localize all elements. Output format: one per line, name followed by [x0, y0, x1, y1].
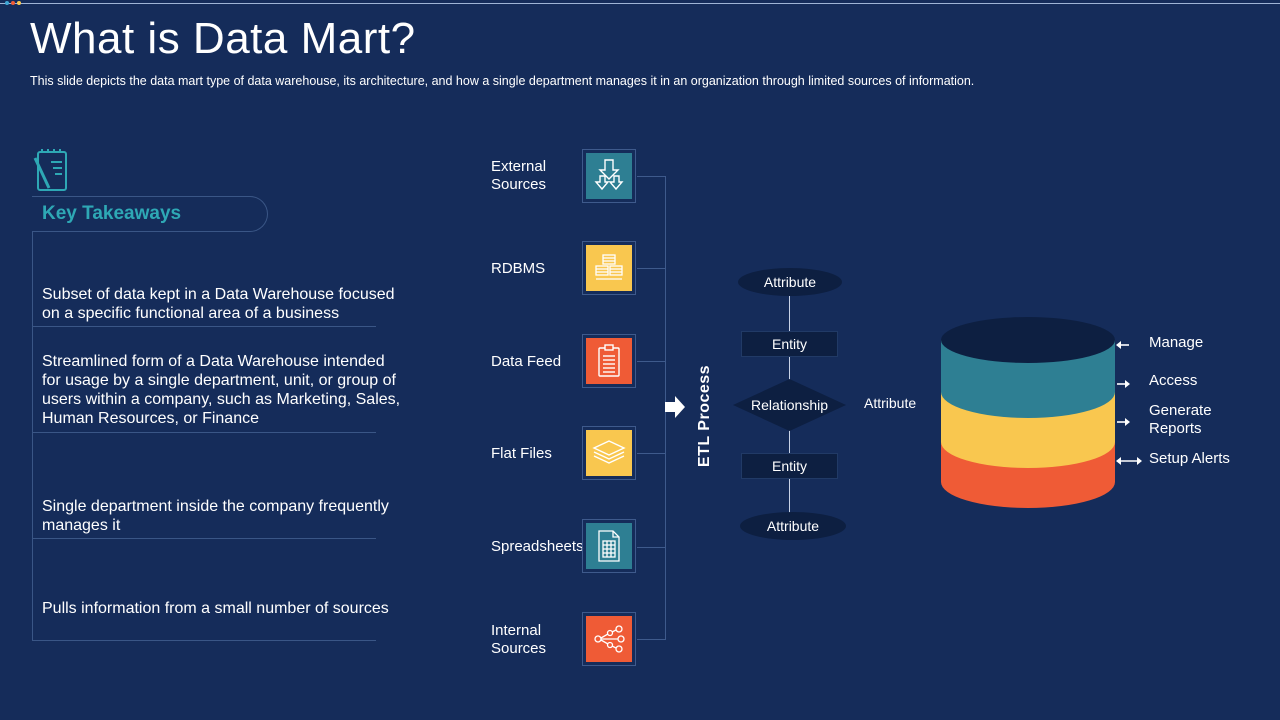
source-label-flat-files: Flat Files [491, 445, 552, 462]
takeaway-item-1: Subset of data kept in a Data Warehouse … [42, 286, 395, 322]
db-action-manage: Manage [1149, 334, 1204, 351]
share-network-icon [586, 616, 632, 662]
source-tile-external [582, 149, 636, 203]
er-entity-top-label: Entity [771, 336, 807, 352]
takeaway-divider [32, 326, 376, 327]
key-takeaways-heading: Key Takeaways [42, 203, 182, 224]
er-entity-bottom-label: Entity [771, 458, 807, 474]
connector-line [637, 361, 665, 362]
takeaways-left-line [32, 232, 33, 640]
er-entity-top: Entity [741, 331, 838, 357]
er-relationship-label: Relationship [750, 397, 829, 413]
er-attribute-bottom: Attribute [740, 512, 846, 540]
source-label-data-feed: Data Feed [491, 353, 562, 370]
db-action-generate-reports: Generate Reports [1149, 402, 1212, 437]
top-border-line [0, 3, 1280, 4]
database-cylinder-icon [940, 316, 1116, 515]
er-attribute-bottom-label: Attribute [766, 518, 820, 534]
source-tile-internal [582, 612, 636, 666]
slide-title: What is Data Mart? [30, 14, 416, 63]
db-action-access: Access [1149, 372, 1198, 389]
source-tile-spreadsheets [582, 519, 636, 573]
connector-line [637, 453, 665, 454]
clipboard-list-icon [586, 338, 632, 384]
slide-subtitle: This slide depicts the data mart type of… [30, 74, 975, 88]
er-relationship-diamond: Relationship [733, 379, 846, 431]
right-arrow-icon [664, 395, 686, 424]
takeaway-divider [32, 640, 376, 641]
takeaway-item-4: Pulls information from a small number of… [42, 600, 389, 617]
er-connector [789, 428, 790, 454]
source-tile-rdbms [582, 241, 636, 295]
db-action-setup-alerts: Setup Alerts [1149, 450, 1230, 467]
er-attribute-top-label: Attribute [763, 274, 817, 290]
connector-line [637, 268, 665, 269]
connector-line [637, 639, 665, 640]
connector-line [637, 176, 665, 177]
double-arrow-icon [1116, 453, 1142, 471]
database-grid-icon [586, 245, 632, 291]
right-arrow-icon [1116, 414, 1130, 432]
takeaway-item-2: Streamlined form of a Data Warehouse int… [42, 353, 401, 427]
left-arrow-icon [1116, 337, 1130, 355]
takeaway-divider [32, 432, 376, 433]
er-attribute-top: Attribute [738, 268, 842, 296]
layers-icon [586, 430, 632, 476]
source-tile-flat-files [582, 426, 636, 480]
source-label-spreadsheets: Spreadsheets [491, 538, 584, 555]
key-takeaways-pill [32, 196, 268, 232]
er-connector [789, 295, 790, 333]
etl-process-label: ETL Process [696, 364, 713, 468]
source-label-rdbms: RDBMS [491, 260, 546, 277]
er-attribute-side: Attribute [864, 395, 917, 411]
er-connector [789, 356, 790, 382]
takeaway-divider [32, 538, 376, 539]
takeaway-item-3: Single department inside the company fre… [42, 498, 389, 534]
er-entity-bottom: Entity [741, 453, 838, 479]
download-arrows-icon [586, 153, 632, 199]
source-label-internal: Internal Sources [491, 622, 547, 657]
source-label-external: External Sources [491, 158, 547, 193]
right-arrow-icon [1116, 376, 1130, 394]
spreadsheet-icon [586, 523, 632, 569]
er-connector [789, 478, 790, 514]
source-tile-data-feed [582, 334, 636, 388]
notepad-pencil-icon [31, 148, 71, 194]
connector-line [637, 547, 665, 548]
